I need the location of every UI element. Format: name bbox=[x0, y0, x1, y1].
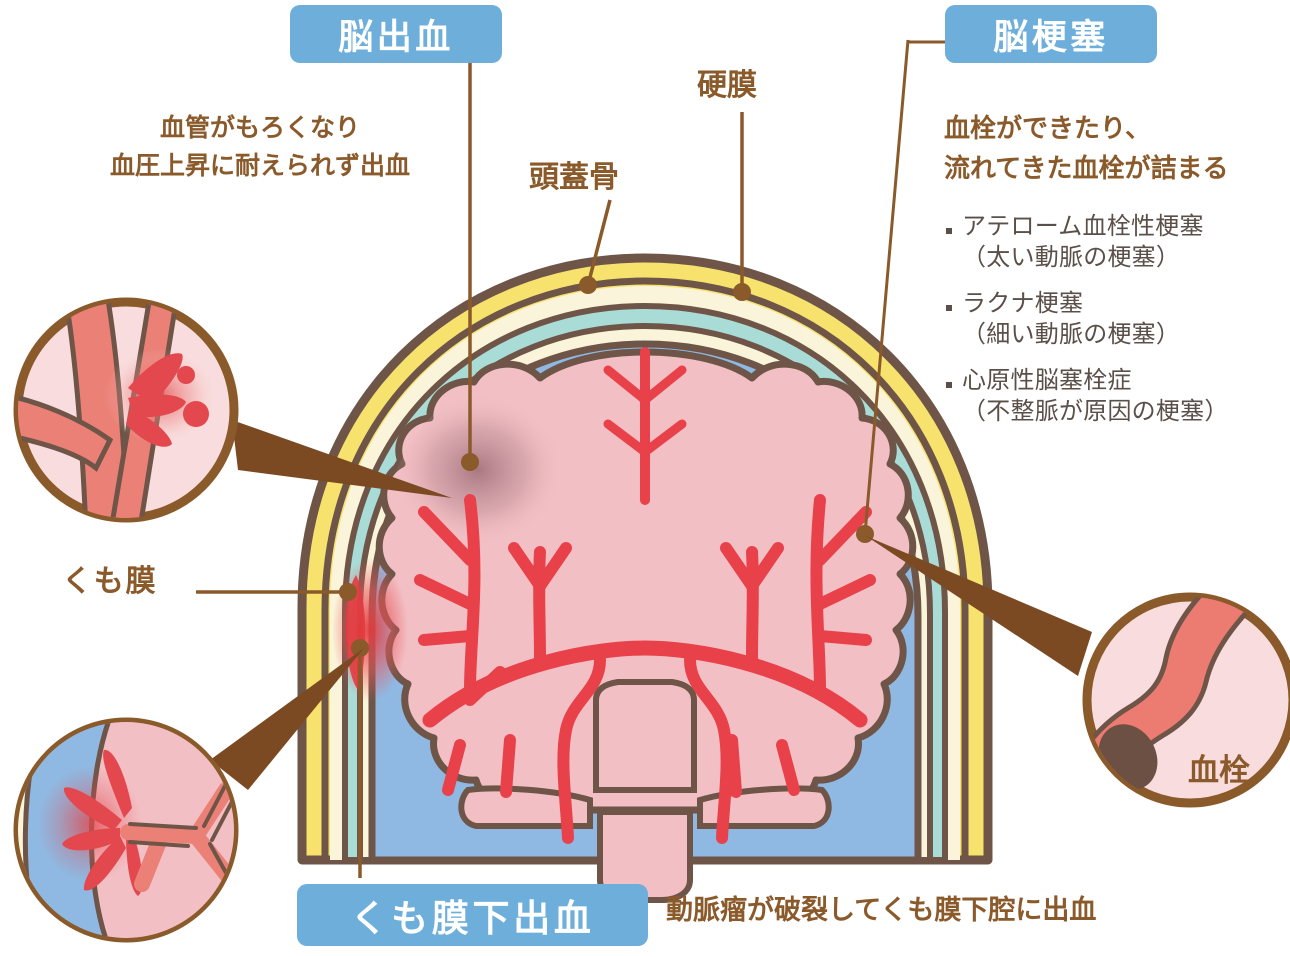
brainstem bbox=[593, 679, 697, 793]
dot-skull bbox=[579, 276, 597, 294]
infarction-subtype-0-name: アテローム血栓性梗塞 bbox=[962, 213, 1204, 240]
label-cerebral-hemorrhage[interactable]: 脳出血 bbox=[290, 5, 502, 63]
wedge-to-infarction-inset bbox=[866, 536, 1092, 676]
caption-thrombus: 血栓 bbox=[1188, 753, 1250, 788]
dot-infarction bbox=[856, 525, 874, 543]
dot-hemorrhage bbox=[461, 453, 479, 471]
leader-endpoints bbox=[339, 276, 874, 657]
label-subarachnoid-hemorrhage[interactable]: くも膜下出血 bbox=[297, 884, 648, 946]
subarachnoid-bleed-area bbox=[332, 558, 408, 702]
infarction-subtype-1-name: ラクナ梗塞 bbox=[962, 290, 1084, 317]
carotid-arteries bbox=[557, 654, 733, 844]
label-arachnoid: くも膜 bbox=[62, 565, 158, 598]
label-dura-mater: 硬膜 bbox=[697, 69, 757, 102]
leader-skull bbox=[586, 199, 612, 286]
inset-cerebral-infarction bbox=[1082, 592, 1290, 808]
infarction-subtype-2-name: 心原性脳塞栓症 bbox=[962, 367, 1132, 394]
dot-sah bbox=[351, 639, 369, 657]
infarction-subtype-1-detail: （細い動脈の梗塞） bbox=[962, 321, 1181, 348]
infarction-subtype-0-detail: （太い動脈の梗塞） bbox=[962, 244, 1181, 271]
bullet-icon bbox=[946, 382, 952, 388]
dot-dura bbox=[733, 283, 751, 301]
wedge-to-hemorrhage-inset bbox=[232, 420, 452, 498]
leader-lines bbox=[196, 39, 948, 878]
inset-cerebral-hemorrhage bbox=[13, 297, 239, 523]
bullet-icon bbox=[946, 305, 952, 311]
bullet-icon bbox=[946, 228, 952, 234]
dot-arachnoid bbox=[339, 583, 357, 601]
cerebral-artery-tree bbox=[414, 347, 876, 798]
cerebellum-left bbox=[458, 785, 593, 829]
label-cerebral-infarction[interactable]: 脳梗塞 bbox=[945, 5, 1157, 63]
infarction-subtype-2-detail: （不整脈が原因の梗塞） bbox=[962, 398, 1229, 425]
note-subarachnoid-hemorrhage: 動脈瘤が破裂してくも膜下腔に出血 bbox=[666, 895, 1097, 925]
note-cerebral-infarction-line1: 血栓ができたり、 bbox=[944, 113, 1151, 143]
inset-connectors bbox=[210, 420, 1092, 790]
intracerebral-hemorrhage-area bbox=[392, 394, 564, 546]
note-cerebral-hemorrhage-line2: 血圧上昇に耐えられず出血 bbox=[109, 152, 410, 180]
label-skull: 頭蓋骨 bbox=[529, 161, 619, 194]
inset-subarachnoid-hemorrhage bbox=[13, 717, 239, 943]
leader-infarction bbox=[863, 39, 948, 535]
periosteum-layer bbox=[321, 277, 969, 864]
note-cerebral-hemorrhage-line1: 血管がもろくなり bbox=[159, 114, 360, 142]
note-cerebral-infarction-line2: 流れてきた血栓が詰まる bbox=[944, 153, 1229, 183]
wedge-to-sah-inset bbox=[210, 648, 364, 790]
